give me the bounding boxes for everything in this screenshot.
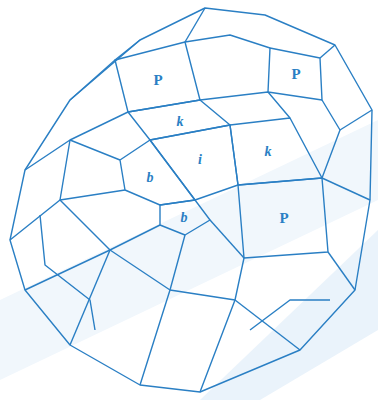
face-label: P xyxy=(153,73,162,88)
face-label: k xyxy=(177,115,184,129)
face-label: P xyxy=(291,67,300,82)
face-label: P xyxy=(279,211,288,226)
face-label: b xyxy=(147,171,154,185)
face-label: b xyxy=(181,211,188,225)
face-label: k xyxy=(265,145,272,159)
face-label: i xyxy=(198,153,202,167)
